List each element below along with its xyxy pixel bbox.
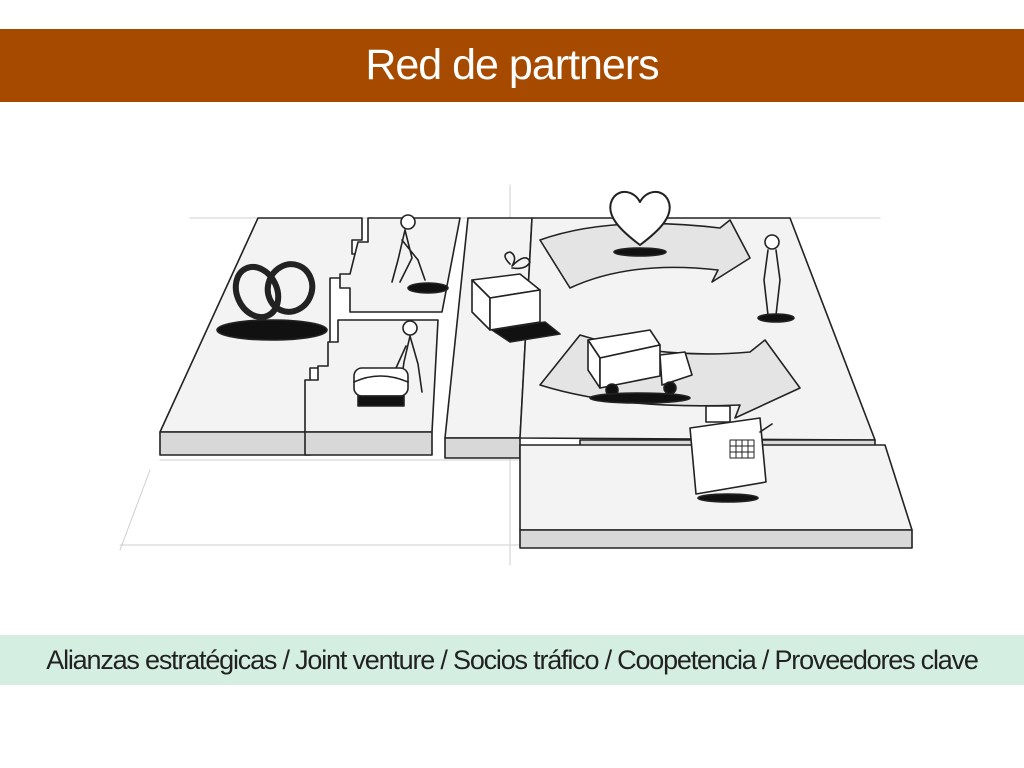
channels-block: [519, 217, 876, 461]
title-bar: Red de partners: [0, 29, 1024, 102]
gift-icon: [471, 251, 561, 343]
digging-person-icon: [391, 214, 449, 294]
slide-caption: Alianzas estratégicas / Joint venture / …: [46, 644, 979, 675]
cash-register-icon: [689, 405, 773, 503]
heart-icon: [609, 191, 671, 257]
slide-title: Red de partners: [365, 41, 659, 89]
standing-person-icon: [757, 234, 795, 323]
caption-bar: Alianzas estratégicas / Joint venture / …: [0, 635, 1024, 685]
truck-icon: [587, 329, 693, 404]
business-model-canvas-illustration: [100, 170, 930, 570]
person-with-bed-icon: [353, 320, 423, 407]
rings-icon: [216, 261, 328, 341]
